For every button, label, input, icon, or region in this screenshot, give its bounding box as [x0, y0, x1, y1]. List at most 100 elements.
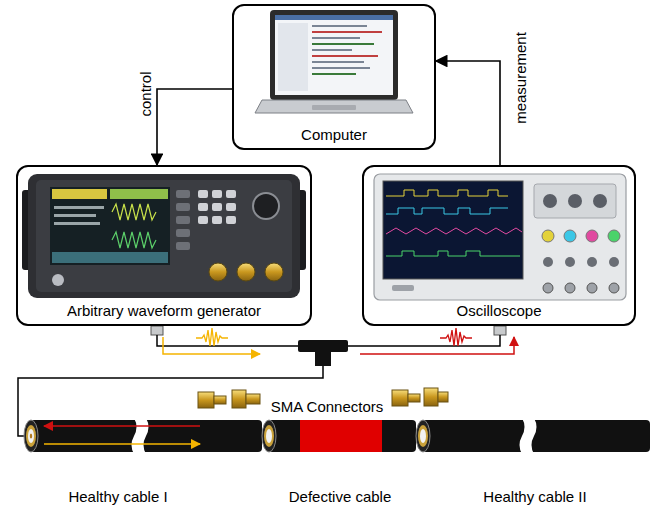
knob: [543, 257, 553, 267]
reflection-arrow: [44, 425, 200, 427]
code-line: [312, 37, 360, 39]
button: [212, 190, 222, 198]
touchpad: [312, 105, 356, 110]
defect-section: [300, 420, 382, 452]
knob: [609, 257, 619, 267]
screen-text: [54, 222, 100, 225]
bnc-connector: [265, 263, 283, 281]
cable-break: [132, 418, 149, 454]
bnc-connector: [209, 263, 227, 281]
screen-wave: [112, 204, 156, 220]
signal-arrow: [163, 337, 260, 354]
button: [226, 190, 236, 198]
sma-body: [246, 394, 260, 404]
code-line: [312, 61, 364, 63]
cable-shield: [418, 425, 428, 447]
cable-core: [30, 434, 32, 439]
sma-connector-pair: [198, 390, 260, 408]
screen: [50, 187, 170, 265]
button: [212, 203, 222, 211]
screen-text: [54, 206, 104, 209]
bnc-input: [609, 283, 619, 293]
sma-nut: [198, 392, 214, 408]
oscilloscope-icon: [374, 174, 626, 300]
trace: [386, 208, 508, 214]
bnc-input: [587, 283, 597, 293]
sma-body: [408, 394, 420, 402]
cable-end: [24, 420, 38, 452]
connector-label: control: [138, 71, 155, 116]
button: [176, 190, 190, 198]
button: [176, 242, 190, 250]
button: [212, 216, 222, 224]
code-line: [312, 55, 378, 57]
screen-softkeys: [52, 252, 168, 263]
button: [176, 203, 190, 211]
channel-knob: [564, 230, 576, 242]
laptop-screen: [275, 15, 393, 95]
sma-nut: [392, 390, 408, 406]
screen: [383, 181, 523, 279]
connector-label: measurement: [513, 32, 530, 124]
cable-dielectric: [266, 429, 272, 443]
button: [198, 216, 208, 224]
device-box: Computer: [232, 4, 436, 150]
bnc-input: [543, 283, 553, 293]
healthy-cable: [24, 418, 262, 454]
rotary-knob: [253, 193, 279, 219]
screen-text: [54, 214, 96, 217]
t-connector-stem: [315, 352, 331, 366]
knob: [587, 257, 597, 267]
port-connector: [151, 326, 163, 335]
port-connector: [494, 326, 506, 335]
window-bar: [275, 15, 393, 20]
t-connector: [298, 340, 348, 352]
signal-arrow: [360, 337, 514, 354]
part-label: SMA Connectors: [271, 398, 384, 415]
channel-knob: [542, 230, 554, 242]
device-body: [28, 174, 300, 298]
healthy-cable: [416, 418, 650, 454]
laptop-base: [255, 100, 413, 113]
screen-tab: [52, 189, 107, 199]
code-line: [312, 25, 367, 27]
bnc-input: [565, 283, 575, 293]
waveform-generator-icon: [22, 174, 306, 298]
part-label: Defective cable: [289, 488, 392, 505]
control-panel: [534, 184, 616, 218]
defective-cable: [262, 420, 416, 452]
laptop-icon: [255, 10, 413, 113]
connector-arrow: [436, 61, 500, 165]
button: [226, 203, 236, 211]
front-panel: [36, 180, 292, 292]
knob: [568, 194, 582, 208]
sma-nut: [232, 390, 246, 408]
box-label: Oscilloscope: [456, 302, 541, 319]
knob: [543, 194, 557, 208]
part-label: Healthy cable I: [68, 488, 167, 505]
cable-dielectric: [420, 429, 426, 443]
button: [176, 216, 190, 224]
button: [198, 203, 208, 211]
knob: [565, 257, 575, 267]
cable-end: [416, 420, 430, 452]
cable-body: [268, 420, 416, 452]
power-button: [52, 274, 64, 286]
sma-nut: [424, 388, 438, 406]
bnc-connector: [237, 263, 255, 281]
sma-connector-pair: [392, 388, 448, 406]
trace: [386, 251, 520, 256]
bnc-cable: [157, 335, 300, 346]
trace: [386, 228, 522, 234]
knob: [593, 194, 607, 208]
code-line: [312, 43, 374, 45]
side-panel: [278, 23, 308, 91]
cable-end: [262, 420, 276, 452]
cable-shield: [26, 425, 36, 447]
part-label: Healthy cable II: [483, 488, 586, 505]
button: [198, 190, 208, 198]
incident-arrow: [44, 443, 200, 445]
connector-arrow: [157, 89, 232, 165]
